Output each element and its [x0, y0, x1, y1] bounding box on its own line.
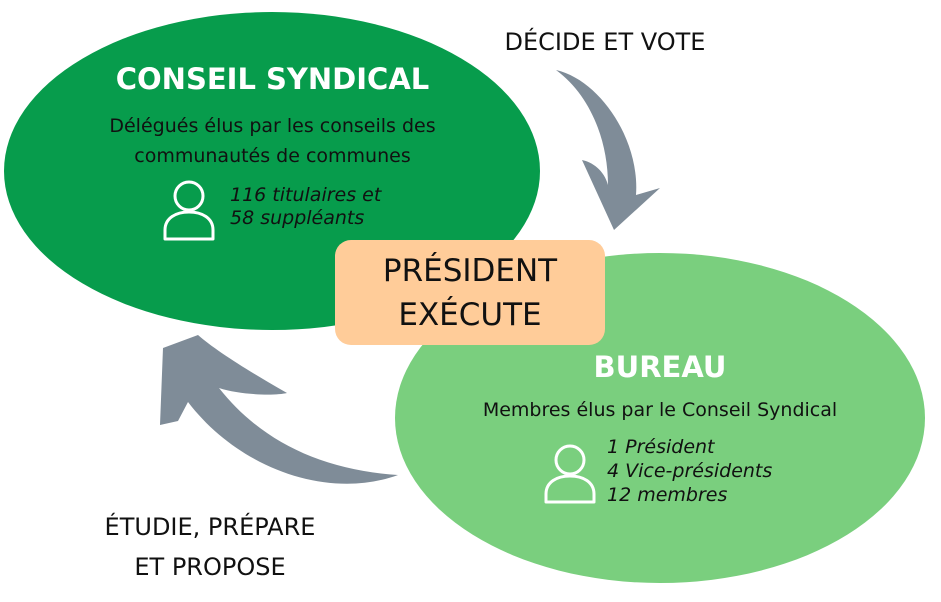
president-line2: EXÉCUTE [398, 296, 542, 333]
count-line: 1 Président [607, 436, 715, 458]
conseil-counts: 116 titulaires et 58 suppléants [230, 184, 381, 230]
conseil-title: CONSEIL SYNDICAL [115, 62, 430, 96]
arrow-up-left-icon [160, 335, 398, 484]
conseil-desc-line1: Délégués élus par les conseils des [109, 115, 436, 137]
etudie-label-line2: ET PROPOSE [134, 553, 286, 581]
conseil-desc-line2: communautés de communes [134, 145, 411, 167]
user-icon [544, 444, 596, 504]
decide-vote-label: DÉCIDE ET VOTE [504, 28, 706, 56]
count-line: 4 Vice-présidents [607, 460, 773, 482]
count-line: 12 membres [607, 484, 728, 506]
count-line: 58 suppléants [230, 206, 365, 229]
president-line1: PRÉSIDENT [382, 252, 558, 289]
user-icon [163, 180, 215, 241]
count-line: 116 titulaires et [230, 184, 382, 206]
president-box: PRÉSIDENT EXÉCUTE [335, 240, 605, 345]
bureau-desc: Membres élus par le Conseil Syndical [482, 399, 838, 421]
bureau-title: BUREAU [593, 350, 727, 384]
arrow-down-icon [556, 70, 660, 230]
bureau-counts: 1 Président 4 Vice-présidents 12 membres [607, 435, 772, 507]
etudie-label-line1: ÉTUDIE, PRÉPARE [104, 513, 316, 541]
